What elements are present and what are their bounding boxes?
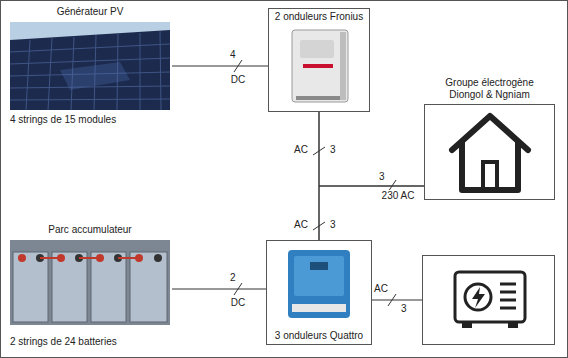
pv-panel-photo-part — [10, 30, 170, 110]
node-text: 2 strings de 24 batteries — [10, 336, 117, 347]
pv-panel-photo-part — [10, 44, 170, 52]
inverter-box: 2 onduleurs Fronius — [268, 8, 370, 112]
generator-box-part — [508, 322, 518, 328]
battery-bank-photo-part — [154, 254, 162, 262]
text-holder: Générateur PV — [10, 6, 170, 18]
battery-bank-photo-part — [118, 257, 139, 259]
house-icon — [452, 116, 528, 190]
pv-panel-photo — [10, 22, 170, 110]
fronius-inverter-picture — [292, 30, 348, 102]
bus-line — [172, 289, 266, 290]
fronius-inverter-picture-part — [300, 40, 334, 58]
pv-panel-photo-part — [10, 22, 170, 110]
generator-box-part — [462, 322, 472, 328]
node-text: Générateur PV — [57, 6, 124, 17]
quattro-inverter-picture-part — [292, 304, 346, 312]
bus-label: DC — [230, 74, 246, 86]
bus-annotation: AC — [293, 219, 309, 231]
quattro-inverter-picture-part — [288, 250, 350, 318]
battery-bank-photo — [10, 240, 170, 325]
quattro-inverter-picture-part — [310, 262, 328, 270]
battery-bank-photo-part — [18, 254, 26, 262]
node-text: 3 onduleurs Quattro — [275, 330, 363, 341]
text-holder: Groupe électrogène Diongol & Ngniam — [435, 77, 544, 101]
battery-bank-photo-part — [91, 252, 126, 322]
bus-annotation: 3 — [400, 303, 408, 315]
inverter-box: 3 onduleurs Quattro — [266, 240, 372, 345]
generator-box-part — [472, 287, 485, 308]
node-text: Parc accumulateur — [48, 224, 131, 235]
text-holder: 2 strings de 24 batteries — [10, 336, 170, 348]
generator-box-part — [465, 284, 491, 310]
bus-annotation: 2 — [229, 272, 237, 284]
house-icon-part — [483, 162, 497, 190]
pv-panel-photo-part — [48, 38, 52, 110]
bus-annotation: 3 — [329, 144, 337, 156]
generator-box-part — [500, 283, 516, 286]
fronius-inverter-picture-part — [303, 64, 333, 68]
generator-box — [372, 256, 555, 345]
bus-line — [172, 66, 268, 67]
bus-line — [319, 186, 424, 240]
generator-box-part — [500, 291, 516, 294]
bus-annotation: 3 — [329, 219, 337, 231]
node-text: 4 strings de 15 modules — [10, 114, 116, 125]
text-holder: 4 strings de 15 modules — [10, 114, 170, 126]
pv-panel-photo-part — [140, 33, 141, 110]
generator-box-part — [372, 300, 422, 301]
battery-bank-photo-part — [52, 252, 87, 322]
generator-box-part — [500, 299, 516, 302]
bus-line — [319, 112, 424, 186]
pv-panel-photo-part — [10, 58, 170, 64]
battery-bank-photo-part — [40, 257, 61, 259]
text-holder: Parc accumulateur — [10, 224, 170, 236]
bus-slash-marks-part — [388, 294, 396, 306]
fronius-inverter-picture-part — [340, 32, 346, 100]
battery-bank-photo-part — [130, 252, 167, 322]
battery-bank: Parc accumulateur 2 strings de 24 batteri… — [8, 222, 172, 350]
text-holder: 3 onduleurs Quattro — [269, 330, 369, 342]
load-box: Groupe électrogène Diongol & Ngniam — [424, 104, 555, 200]
pv-generator: Générateur PV 4 strings de 15 modules — [8, 4, 172, 128]
generator-box-part — [423, 256, 555, 345]
bus-label: 230 AC — [381, 190, 416, 202]
fronius-inverter-picture-part — [296, 96, 340, 100]
pv-panel-photo-part — [160, 31, 161, 110]
quattro-inverter-picture-part — [294, 256, 344, 296]
text-holder: 2 onduleurs Fronius — [271, 11, 367, 23]
generator-box-part — [455, 272, 525, 322]
battery-bank-photo-part — [79, 257, 100, 259]
battery-bank-photo-part — [10, 240, 170, 325]
house-icon-part — [462, 142, 518, 190]
bus-annotation: 4 — [229, 49, 237, 61]
bus-annotation: 3 — [378, 171, 386, 183]
node-text: 2 onduleurs Fronius — [275, 11, 363, 22]
generator-box-part — [500, 307, 516, 310]
quattro-inverter-picture — [288, 250, 350, 318]
pv-panel-photo-part — [10, 99, 170, 100]
pv-panel-photo-part — [60, 62, 130, 90]
node-text: Groupe électrogène Diongol & Ngniam — [445, 77, 533, 100]
bus-annotation: AC — [293, 144, 309, 156]
pv-panel-photo-part — [26, 40, 30, 110]
fronius-inverter-picture-part — [292, 30, 348, 102]
battery-bank-photo-part — [13, 252, 48, 322]
bus-annotation: AC — [373, 283, 389, 295]
bus-label: DC — [230, 297, 246, 309]
